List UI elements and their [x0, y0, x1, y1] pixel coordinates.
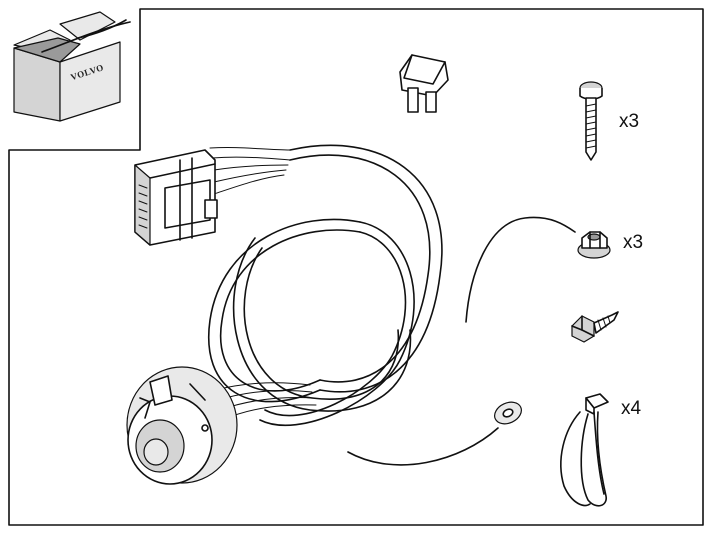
- wiring-harness: [207, 144, 576, 466]
- blade-fuse: [399, 54, 449, 113]
- trailer-socket: [126, 366, 238, 485]
- cable-tie-part: x4: [560, 393, 642, 507]
- multi-pin-connector: [134, 149, 218, 246]
- nut-quantity: x3: [623, 232, 643, 253]
- packaging-box-illustration: VOLVO: [13, 11, 131, 122]
- flange-nut-part: x3: [577, 231, 643, 259]
- screw-part: x3: [579, 81, 639, 161]
- cable-tie-quantity: x4: [621, 398, 642, 419]
- tapping-screw-part: [571, 311, 619, 343]
- diagram-frame: [8, 8, 704, 526]
- screw-quantity: x3: [619, 111, 639, 132]
